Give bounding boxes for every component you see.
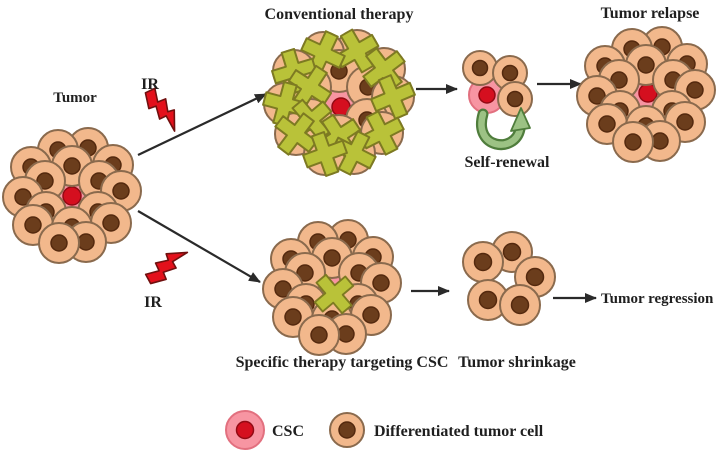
tumor-shrinkage-label: Tumor shrinkage xyxy=(458,354,576,371)
cell-nucleus xyxy=(338,421,356,439)
tumor-cluster xyxy=(2,127,142,264)
dead-cell-x-mark xyxy=(302,131,348,177)
tumor-label: Tumor xyxy=(53,90,97,106)
cell-nucleus xyxy=(372,274,390,292)
cell-nucleus xyxy=(63,157,81,175)
cell-nucleus xyxy=(62,186,82,206)
cell-nucleus xyxy=(588,87,606,105)
cell-nucleus xyxy=(337,325,355,343)
cell-nucleus xyxy=(362,306,380,324)
cell-nucleus xyxy=(471,59,489,77)
legend-csc-label: CSC xyxy=(272,423,304,440)
cell-nucleus xyxy=(24,216,42,234)
cell-nucleus xyxy=(296,264,314,282)
cell-nucleus xyxy=(14,188,32,206)
legend-diff-swatch xyxy=(329,412,365,448)
cell-nucleus xyxy=(36,172,54,190)
cell-nucleus xyxy=(501,64,519,82)
ir-top-label: IR xyxy=(141,76,159,93)
cell-nucleus xyxy=(77,233,95,251)
cell-nucleus xyxy=(598,115,616,133)
cell-nucleus xyxy=(274,280,292,298)
cell-nucleus xyxy=(686,81,704,99)
specific-therapy-label: Specific therapy targeting CSC xyxy=(236,354,449,371)
surviving-csc-cluster xyxy=(462,50,533,117)
cell-nucleus xyxy=(610,71,628,89)
cell-nucleus xyxy=(478,86,496,104)
tumor-regression-label: Tumor regression xyxy=(601,291,714,307)
cell-nucleus xyxy=(624,133,642,151)
ir-bolts xyxy=(144,87,189,285)
cell-nucleus xyxy=(478,290,498,310)
self-renewal-arrow-icon xyxy=(476,107,531,150)
legend-csc-swatch xyxy=(225,410,265,450)
cell-nucleus xyxy=(102,214,120,232)
dead-cell-x-mark xyxy=(334,28,380,74)
tumor-relapse-label: Tumor relapse xyxy=(601,5,700,22)
legend-diff-label: Differentiated tumor cell xyxy=(374,423,544,440)
ir-bolt-icon xyxy=(144,87,176,132)
dead-cell-x-mark xyxy=(313,273,355,315)
cell-nucleus xyxy=(310,326,328,344)
cell-nucleus xyxy=(676,113,694,131)
cell-nucleus xyxy=(637,56,655,74)
ir-bolt-icon xyxy=(144,251,189,285)
ir-bottom-label: IR xyxy=(144,294,162,311)
cell-nucleus xyxy=(50,234,68,252)
cell-nucleus xyxy=(473,252,493,272)
conventional-therapy-cluster xyxy=(262,28,416,177)
cell-nucleus xyxy=(525,267,545,287)
specific-therapy-cluster xyxy=(262,219,402,356)
cell-nucleus xyxy=(112,182,130,200)
cell-nucleus xyxy=(510,295,530,315)
cell-nucleus xyxy=(323,249,341,267)
flow-arrow xyxy=(137,93,267,156)
tumor-shrinkage-cluster xyxy=(462,231,556,326)
dead-cell-x-mark xyxy=(274,112,318,156)
cell-nucleus xyxy=(284,308,302,326)
tumor-relapse-cluster xyxy=(576,26,716,163)
conventional-therapy-label: Conventional therapy xyxy=(265,6,414,23)
dead-cell-x-mark xyxy=(359,110,405,156)
cell-nucleus xyxy=(235,420,255,440)
flow-arrows xyxy=(137,79,597,303)
cell-nucleus xyxy=(651,132,669,150)
cell-nucleus xyxy=(502,242,522,262)
self-renewal-label: Self-renewal xyxy=(464,154,550,171)
flow-arrow xyxy=(137,210,261,283)
cell-nucleus xyxy=(506,90,524,108)
